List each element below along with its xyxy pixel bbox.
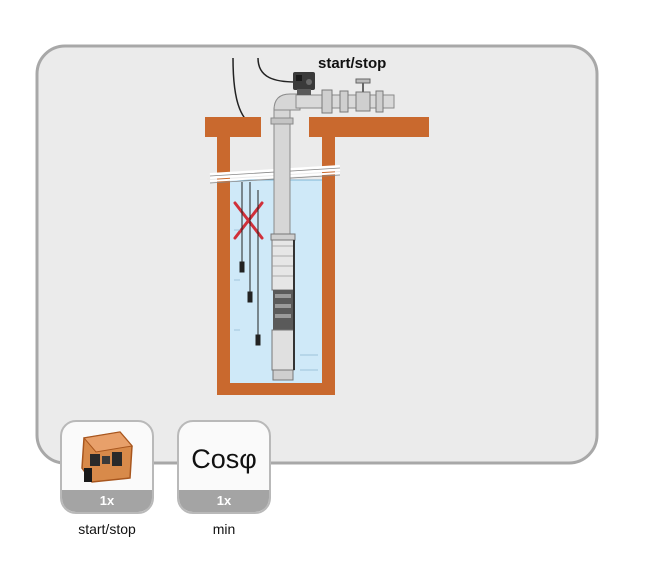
depth-marks <box>234 229 318 371</box>
level-sensors <box>239 182 261 346</box>
tile-quantity: 1x <box>62 490 152 512</box>
tile-caption-start-stop: start/stop <box>78 521 136 537</box>
riser-pipe <box>273 107 291 239</box>
valve-icon <box>355 78 371 92</box>
tile-quantity: 1x <box>179 490 269 512</box>
signal-cable <box>257 57 297 83</box>
well-wall <box>205 117 429 395</box>
submersible-pump <box>270 233 296 381</box>
control-box-icon <box>81 431 133 483</box>
control-box <box>293 72 315 95</box>
start-stop-label: start/stop <box>318 55 387 72</box>
pipe-fittings <box>321 89 384 114</box>
cos-phi-tile[interactable]: Cosφ 1x <box>177 420 271 514</box>
cos-phi-icon: Cosφ <box>191 444 257 474</box>
tile-caption-min: min <box>212 521 236 537</box>
pipe-coupling <box>270 117 294 125</box>
start-stop-tile[interactable]: 1x <box>60 420 154 514</box>
